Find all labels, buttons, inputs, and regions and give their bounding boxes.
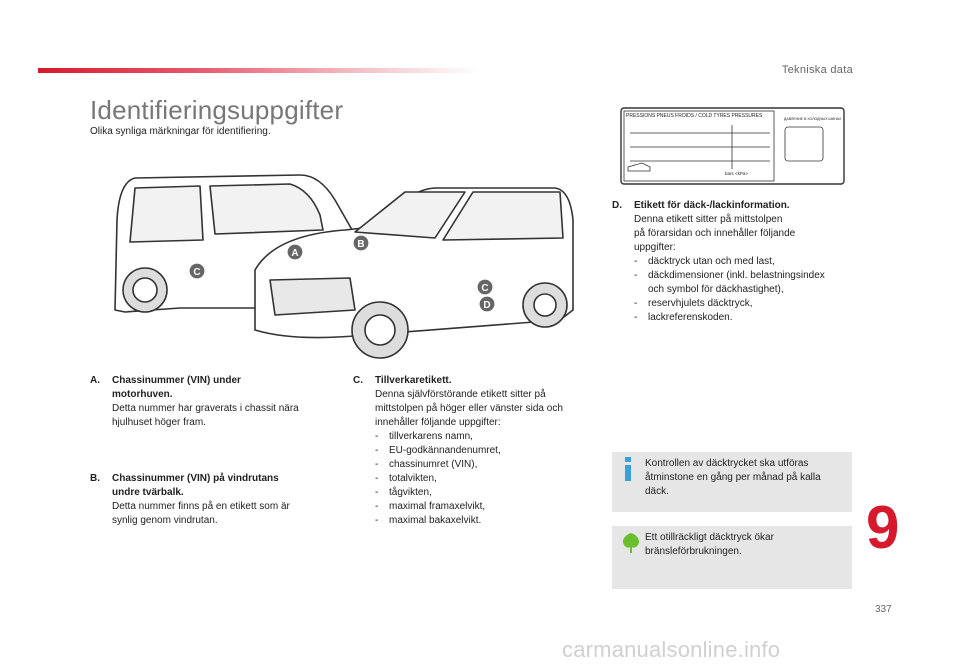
list-item: tillverkarens namn, [375,430,603,444]
item-b-text-line2: synlig genom vindrutan. [112,515,218,526]
marker-b-label: B [357,239,364,250]
item-b-letter: B. [90,473,100,484]
info-text-line1: Kontrollen av däcktrycket ska utföras [645,458,809,469]
list-item-text: däckdimensioner (inkl. belastningsindex [648,270,825,281]
item-c-text-line2: mittstolpen på höger eller vänster sida … [375,403,563,414]
item-c: C. Tillverkaretikett. Denna självförstör… [353,374,603,528]
front-van-windshield [354,191,466,239]
item-b-heading-line1: Chassinummer (VIN) på vindrutans [112,473,279,484]
eco-box: Ett otillräckligt däcktryck ökar bränsle… [612,526,852,589]
info-text-line2: åtminstone en gång per månad på kalla [645,472,821,483]
item-d: D. Etikett för däck-/lackinformation. De… [612,199,857,325]
tyre-label-units: bars <kPa> [725,171,748,176]
list-item-continuation: och symbol för däckhastighet), [648,284,784,295]
item-c-text-line3: innehåller följande uppgifter: [375,417,501,428]
marker-d [478,295,496,313]
item-c-letter: C. [353,375,363,386]
item-c-bullets: tillverkarens namn, EU-godkännandenumret… [375,430,603,528]
info-icon [625,457,631,481]
list-item: maximal framaxelvikt, [375,500,603,514]
item-d-text-line1: Denna etikett sitter på mittstolpen [634,214,783,225]
tyre-pressure-label: PRESSIONS PNEUS FROIDS / COLD TYRES PRES… [620,107,845,185]
marker-c-rear-label: C [193,267,200,278]
front-van-grille [269,277,356,316]
item-a-letter: A. [90,375,100,386]
tyre-label-header: PRESSIONS PNEUS FROIDS / COLD TYRES PRES… [626,113,763,119]
list-item: reservhjulets däcktryck, [634,297,857,311]
item-a-text-line2: hjulhuset höger fram. [112,417,206,428]
item-d-text-line2: på förarsidan och innehåller följande [634,228,796,239]
section-title: Tekniska data [781,64,853,76]
list-item: däckdimensioner (inkl. belastningsindex o… [634,269,857,297]
item-d-text-line3: uppgifter: [634,242,676,253]
front-van-side-window [442,191,564,241]
info-text-line3: däck. [645,486,669,497]
item-b-text-line1: Detta nummer finns på en etikett som är [112,501,290,512]
item-a: A. Chassinummer (VIN) under motorhuven. … [90,374,340,430]
chapter-number: 9 [866,494,900,561]
marker-b [352,234,370,252]
page-subtitle: Olika synliga märkningar för identifieri… [90,126,271,137]
list-item: tågvikten, [375,486,603,500]
list-item: lackreferenskoden. [634,311,857,325]
vans-illustration: A B C C D [114,174,574,359]
marker-a-label: A [291,248,298,259]
rear-van-window [129,185,204,243]
marker-d-label: D [483,300,490,311]
page-number: 337 [875,604,892,615]
list-item: EU-godkännandenumret, [375,444,603,458]
marker-a [286,243,304,261]
eco-text-line2: bränsleförbrukningen. [645,546,742,557]
eco-leaf-icon [622,533,640,553]
item-a-heading-line2: motorhuven. [112,389,173,400]
info-box: Kontrollen av däcktrycket ska utföras åt… [612,452,852,512]
item-d-letter: D. [612,200,622,211]
list-item: däcktryck utan och med last, [634,255,857,269]
list-item: maximal bakaxelvikt. [375,514,603,528]
item-d-heading: Etikett för däck-/lackinformation. [634,200,790,211]
eco-text-line1: Ett otillräckligt däcktryck ökar [645,532,774,543]
item-b-heading-line2: undre tvärbalk. [112,487,184,498]
tyre-label-header-ru: ДАВЛЕНИЕ В ХОЛОДНЫХ ШИНАХ [784,117,842,121]
watermark: carmanualsonline.info [562,637,781,662]
page-title: Identifieringsuppgifter [90,95,344,125]
item-c-text-line1: Denna självförstörande etikett sitter på [375,389,546,400]
rear-van-front-window [209,183,324,235]
item-c-heading: Tillverkaretikett. [375,375,452,386]
item-b: B. Chassinummer (VIN) på vindrutans undr… [90,472,340,528]
marker-c-front-label: C [481,283,488,294]
list-item: totalvikten, [375,472,603,486]
item-d-bullets: däcktryck utan och med last, däckdimensi… [634,255,857,325]
marker-c-front [476,278,494,296]
item-a-heading-line1: Chassinummer (VIN) under [112,375,241,386]
header-accent-bar [38,68,480,73]
list-item: chassinumret (VIN), [375,458,603,472]
marker-c-rear [188,262,206,280]
item-a-text-line1: Detta nummer har graverats i chassit när… [112,403,299,414]
